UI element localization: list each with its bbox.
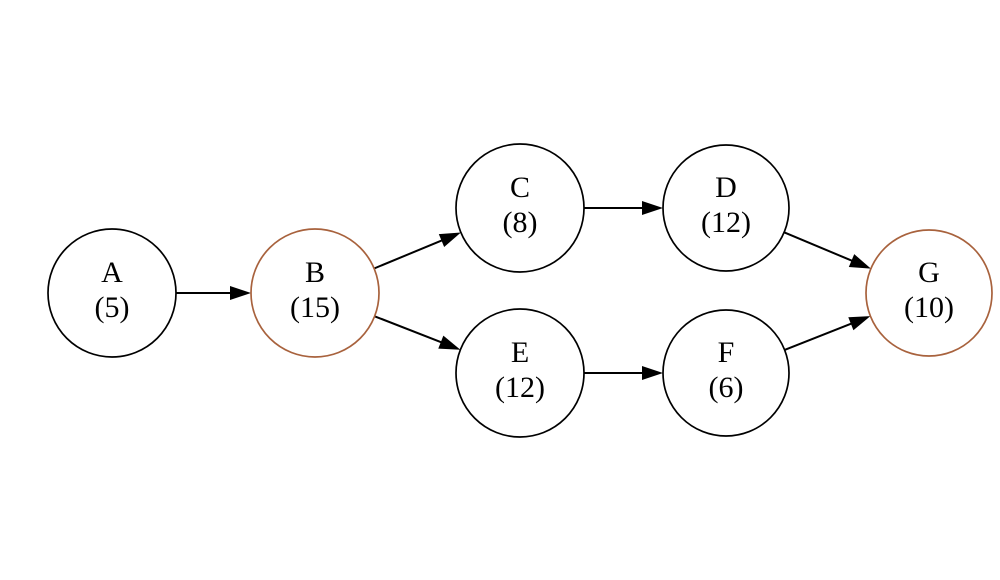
node-E-label: E (511, 336, 529, 369)
node-C-circle (455, 143, 585, 273)
edge-B-E (374, 315, 444, 345)
arrowhead-C-D (642, 201, 663, 215)
arrowhead-F-G (848, 316, 871, 331)
node-B-circle (250, 228, 380, 358)
edge-D-G (783, 231, 855, 263)
node-C-weight: (8) (503, 206, 538, 239)
node-C: C(8) (455, 143, 585, 273)
node-D: D(12) (662, 144, 790, 272)
node-D-circle (662, 144, 790, 272)
node-B-weight: (15) (290, 291, 340, 324)
arrowhead-D-G (848, 254, 871, 269)
node-C-label: C (510, 171, 530, 204)
node-A-label: A (101, 256, 123, 289)
arrowhead-E-F (642, 366, 663, 380)
node-A-weight: (5) (95, 291, 130, 324)
node-E: E(12) (455, 308, 585, 438)
node-G: G(10) (865, 229, 993, 357)
edge-B-C (373, 238, 445, 270)
node-D-label: D (715, 171, 737, 204)
node-F-circle (662, 309, 790, 437)
node-B: B(15) (250, 228, 380, 358)
node-E-circle (455, 308, 585, 438)
node-F-weight: (6) (709, 371, 744, 404)
node-G-circle (865, 229, 993, 357)
edge-F-G (784, 321, 855, 351)
node-G-label: G (918, 256, 940, 289)
node-A-circle (47, 228, 177, 358)
arrowhead-B-C (438, 232, 461, 248)
arrowhead-B-E (438, 335, 461, 350)
node-B-label: B (305, 256, 325, 289)
node-E-weight: (12) (495, 371, 545, 404)
node-F-label: F (718, 336, 735, 369)
node-G-weight: (10) (904, 291, 954, 324)
node-A: A(5) (47, 228, 177, 358)
arrowhead-A-B (230, 286, 251, 300)
node-D-weight: (12) (701, 206, 751, 239)
node-F: F(6) (662, 309, 790, 437)
